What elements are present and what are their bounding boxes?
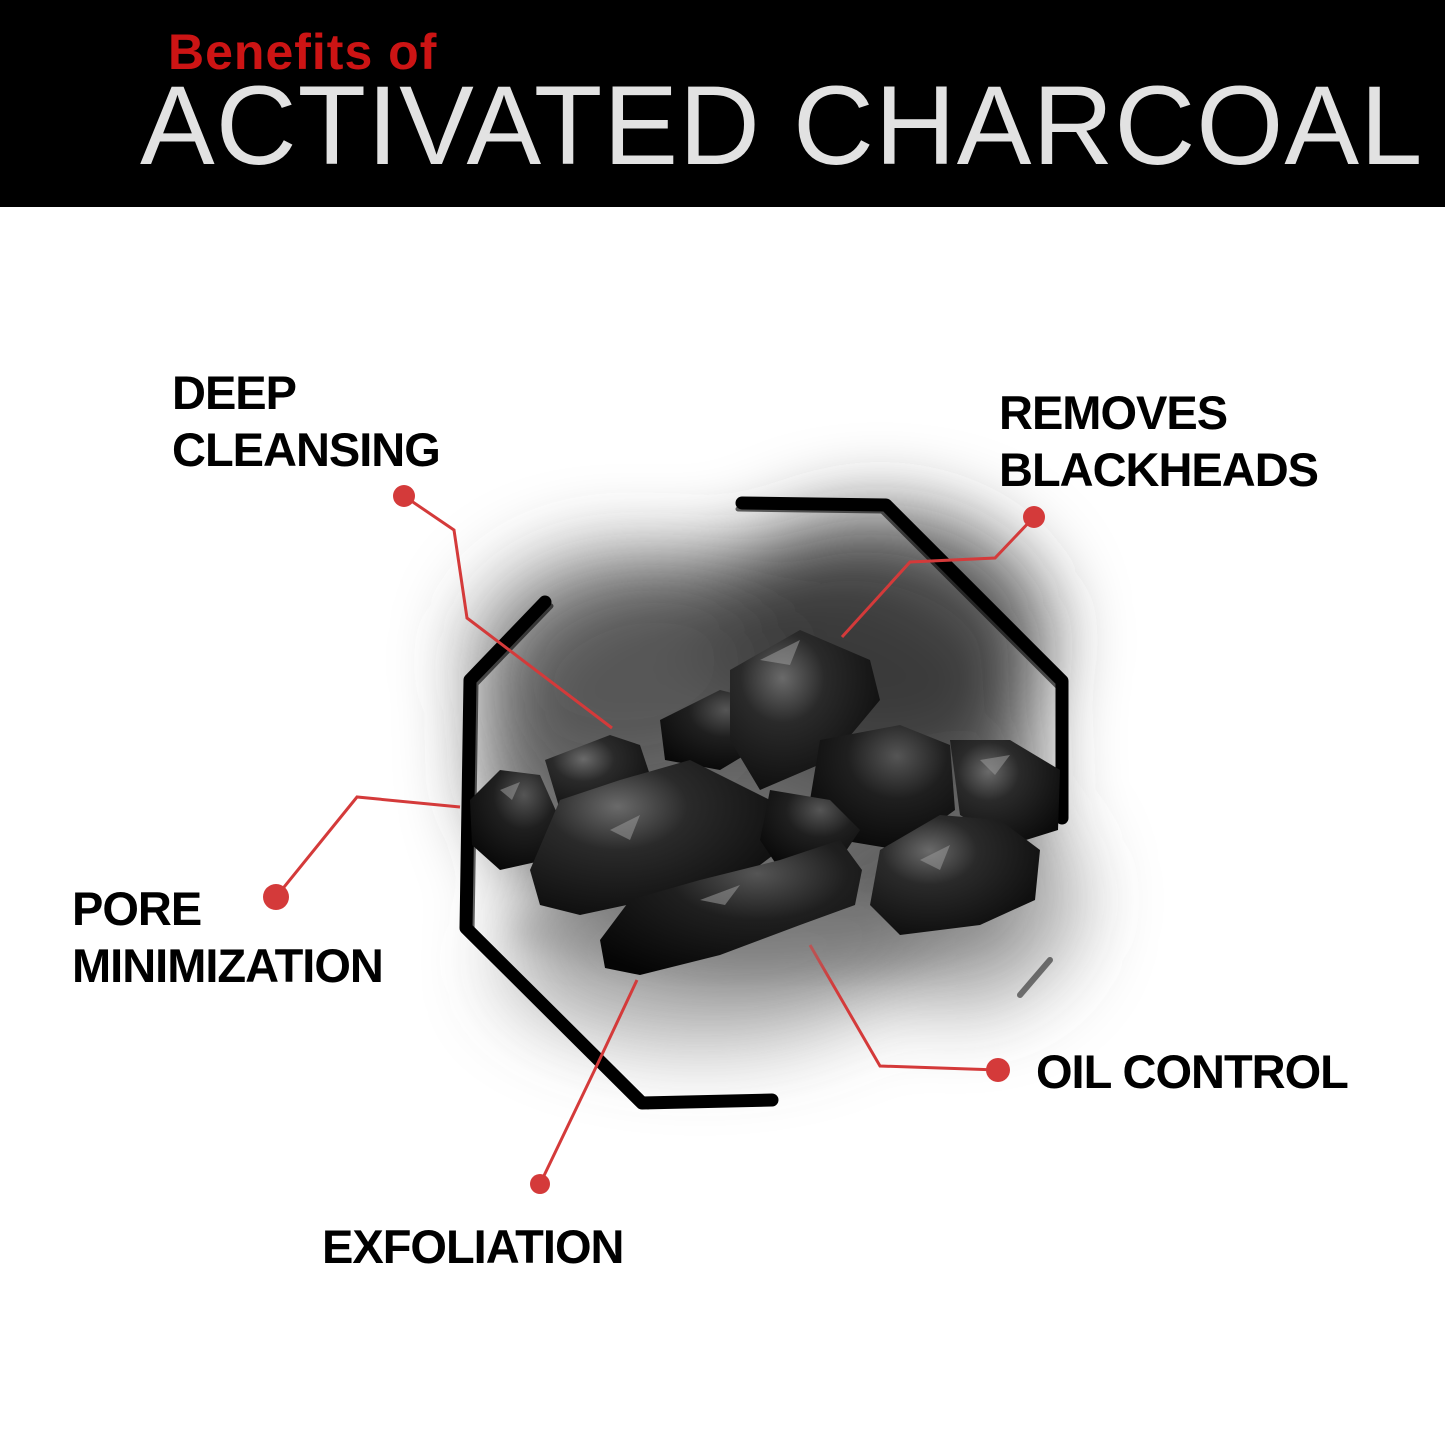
connector-dots	[263, 485, 1045, 1194]
dot-pore-minimization	[263, 884, 289, 910]
benefit-removes-blackheads-line1: REMOVES	[999, 386, 1228, 439]
benefit-pore-minimization-line2: MINIMIZATION	[72, 939, 384, 992]
header-title: ACTIVATED CHARCOAL	[140, 63, 1424, 188]
header-subtitle: Benefits of	[168, 24, 438, 80]
benefit-deep-cleansing-line1: DEEP	[172, 366, 297, 419]
dot-deep-cleansing	[393, 485, 415, 507]
benefit-oil-control: OIL CONTROL	[1036, 1043, 1349, 1100]
connector-lines	[274, 494, 1036, 1185]
benefit-exfoliation-line1: EXFOLIATION	[322, 1220, 624, 1273]
dot-oil-control	[986, 1058, 1010, 1082]
benefit-removes-blackheads-line2: BLACKHEADS	[999, 443, 1319, 496]
benefit-deep-cleansing: DEEP CLEANSING	[172, 364, 441, 478]
header-banner: Benefits of ACTIVATED CHARCOAL	[0, 0, 1445, 207]
benefit-oil-control-line1: OIL CONTROL	[1036, 1045, 1349, 1098]
benefit-removes-blackheads: REMOVES BLACKHEADS	[999, 384, 1319, 498]
benefit-exfoliation: EXFOLIATION	[322, 1218, 624, 1275]
charcoal-lumps	[470, 630, 1060, 975]
benefit-pore-minimization-line1: PORE	[72, 882, 202, 935]
dot-removes-blackheads	[1023, 506, 1045, 528]
dot-exfoliation	[530, 1174, 550, 1194]
benefit-deep-cleansing-line2: CLEANSING	[172, 423, 441, 476]
benefit-pore-minimization: PORE MINIMIZATION	[72, 880, 384, 994]
